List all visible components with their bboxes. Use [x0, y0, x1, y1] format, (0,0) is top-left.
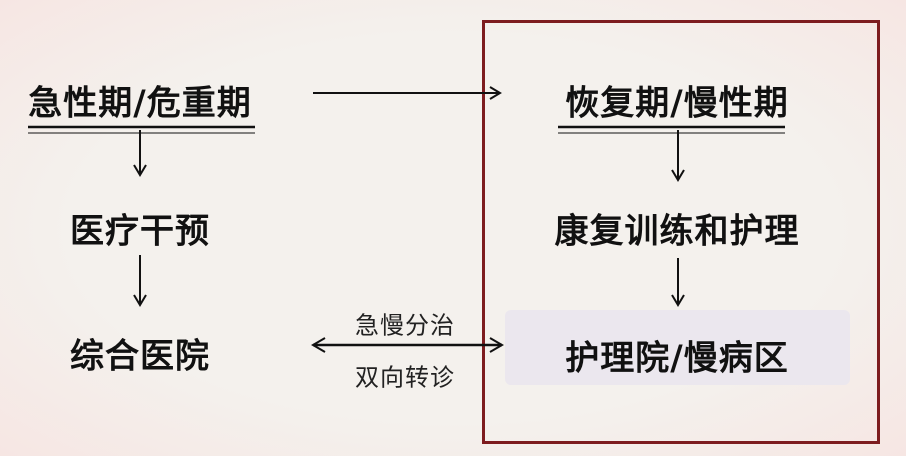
facility-highlight: [505, 310, 850, 385]
arrow-left-down-1: [133, 130, 147, 177]
left-action-label: 医疗干预: [70, 211, 210, 252]
right-stage-label: 恢复期/慢性期: [565, 83, 789, 124]
connector-bottom-label: 双向转诊: [355, 363, 455, 392]
arrow-acute-to-recovery: [313, 86, 502, 100]
arrow-right-down-1: [671, 130, 685, 182]
right-stage-underline: [558, 125, 785, 134]
left-stage-underline: [28, 125, 255, 134]
double-arrow-referral: [311, 337, 504, 353]
arrow-right-down-2: [671, 258, 685, 307]
right-facility-label: 护理院/慢病区: [565, 338, 789, 379]
connector-top-label: 急慢分治: [355, 311, 455, 340]
arrow-left-down-2: [133, 255, 147, 307]
left-facility-label: 综合医院: [70, 336, 210, 377]
recovery-phase-frame: [482, 20, 880, 444]
right-action-label: 康复训练和护理: [554, 211, 800, 252]
left-stage-label: 急性期/危重期: [28, 83, 252, 124]
